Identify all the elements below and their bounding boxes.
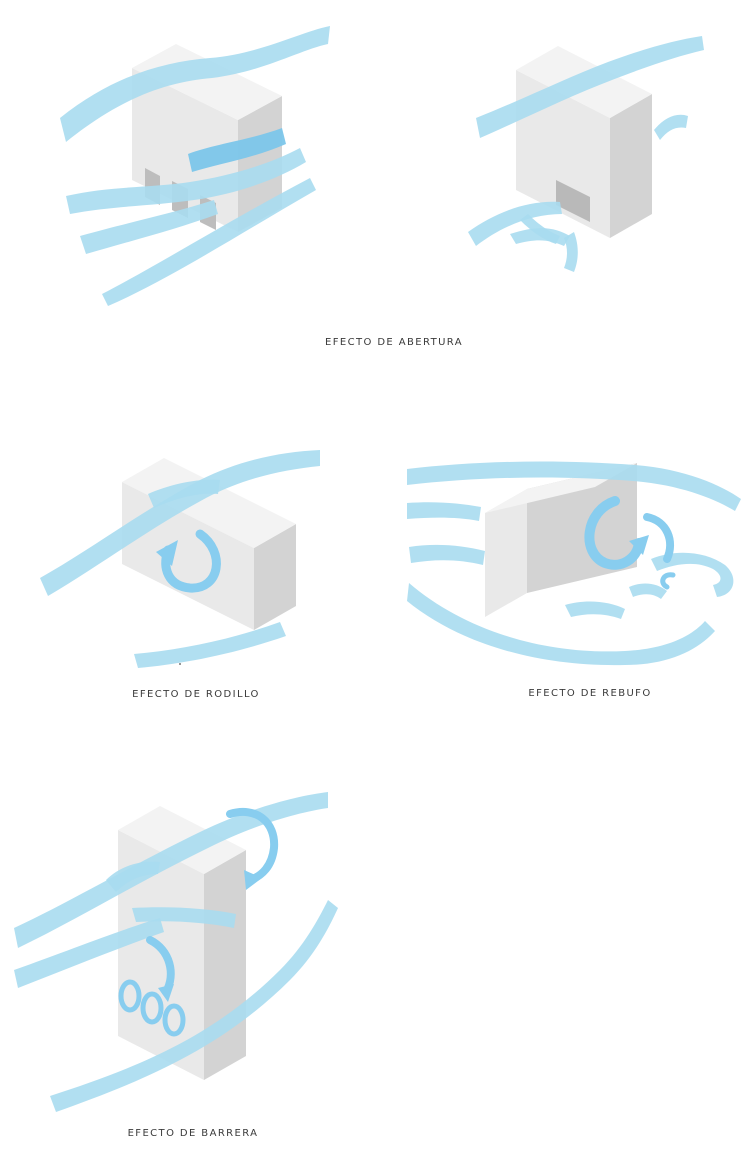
mark-dot — [179, 663, 181, 665]
abertura-diagram-right — [440, 0, 740, 300]
caption-rebufo: EFECTO DE REBUFO — [528, 688, 651, 699]
barrera-diagram — [10, 770, 340, 1120]
abertura-diagram-left — [0, 0, 360, 310]
caption-barrera: EFECTO DE BARRERA — [128, 1128, 259, 1139]
rebufo-diagram — [405, 455, 745, 665]
caption-abertura: EFECTO DE ABERTURA — [325, 337, 463, 348]
caption-rodillo: EFECTO DE RODILLO — [132, 689, 260, 700]
wind-flows-left — [60, 26, 330, 306]
building-rebufo — [485, 463, 637, 617]
rodillo-diagram — [30, 440, 340, 670]
